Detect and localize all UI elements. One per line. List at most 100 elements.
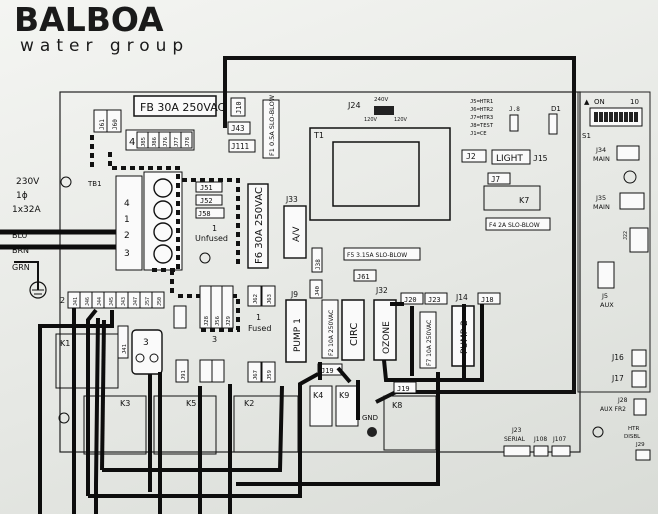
conn-j52-label: J52 <box>200 197 213 205</box>
pump1-label: PUMP 1 <box>293 318 303 352</box>
mid-col-j56: J56 <box>215 316 221 326</box>
row-number-2: 2 <box>60 296 65 305</box>
selector-120v-left: 120V <box>364 117 378 123</box>
bottom-row-j45: J45 <box>109 297 115 306</box>
conn-j59-label: J59 <box>267 370 273 380</box>
conn-j41-label: J41 <box>122 344 128 354</box>
fuse-f4-label: F4 2A SLO-BLOW <box>489 222 540 229</box>
relay-k7 <box>483 185 541 211</box>
bottom-row-j46: J46 <box>85 297 91 306</box>
tb1-pos-1: 1 <box>124 215 130 225</box>
fuse-f1-label: F1 0.5A SLO-BLOW <box>268 94 276 156</box>
conn-j62-upper <box>247 285 262 307</box>
serial-connector <box>503 445 531 457</box>
conn-j38-label: J38 <box>315 259 322 270</box>
pump1-connector <box>285 299 307 363</box>
mount-hole-right <box>623 170 637 184</box>
bottom-row-j44: J44 <box>97 297 103 306</box>
plug-j49 <box>131 329 163 375</box>
conn-j17-label: J17 <box>611 374 624 383</box>
plug-pin-a <box>135 353 145 363</box>
conn-j38 <box>311 247 323 273</box>
relay-k4-label: K4 <box>313 391 323 400</box>
conn-j61-label: J61 <box>357 273 370 281</box>
relay-row-j86: J86 <box>152 137 158 147</box>
mid-col-j29: J29 <box>226 316 232 326</box>
fuse-f4 <box>485 217 551 231</box>
mount-hole-bottom-right <box>592 426 604 438</box>
htr-label: HTR <box>628 426 639 432</box>
conn-j2 <box>461 149 487 163</box>
mount-hole-mid <box>199 252 211 264</box>
relay-row-box <box>125 129 195 151</box>
dip-on-label: ON <box>594 98 605 106</box>
svg-text:J8=TEST: J8=TEST <box>470 123 494 129</box>
wire-grn <box>14 261 39 290</box>
relay-k4 <box>309 385 333 427</box>
wire-brn-label: BRN <box>12 246 29 255</box>
circ-label: CIRC <box>349 323 360 346</box>
fuse-f1 <box>262 99 280 159</box>
conn-j10 <box>230 97 246 117</box>
conn-j9-label: J9 <box>290 290 298 299</box>
conn-j7-label: J7 <box>491 175 500 184</box>
conn-j18-label: J18 <box>481 296 494 304</box>
conn-j51-label: J51 <box>200 184 213 192</box>
conn-j61 <box>353 269 377 282</box>
conn-j22-label: J22 <box>623 231 629 240</box>
relay-row-j78: J78 <box>185 137 191 147</box>
tb1-label: TB1 <box>87 180 102 188</box>
conn-j43-label: J43 <box>231 124 245 133</box>
mount-hole-bottom-left <box>58 412 70 424</box>
conn-j60-top <box>106 109 122 133</box>
d1-block <box>548 113 558 135</box>
fuse-fb <box>133 95 217 117</box>
ozone-label: OZONE <box>382 321 392 354</box>
conn-j60-top-label: J60 <box>112 119 119 130</box>
selector-switch <box>374 106 394 115</box>
fused-number: 1 <box>256 313 261 322</box>
svg-text:J6=HTR2: J6=HTR2 <box>470 107 493 113</box>
conn-j58 <box>195 207 225 219</box>
tb1-screws <box>153 178 173 264</box>
fuse-f5-label: F5 3.15A SLO-BLOW <box>347 252 407 259</box>
rating-label: 1x32A <box>12 205 42 215</box>
conn-j16-label: J16 <box>611 353 624 362</box>
mid-col-j28: J28 <box>204 316 210 326</box>
relay-k9-label: K9 <box>339 391 349 400</box>
conn-j16 <box>631 349 647 367</box>
conn-j23-conn-label: J23 <box>428 296 441 304</box>
conn-j17 <box>631 370 647 388</box>
conn-j67-label: J67 <box>253 370 259 380</box>
conn-j91-label: J91 <box>181 370 187 380</box>
conn-j61-top-label: J61 <box>99 119 106 130</box>
ground-icon <box>29 281 47 299</box>
conn-j14-label: J14 <box>455 293 468 302</box>
harness-wires <box>38 302 484 514</box>
relay-row-j76: J76 <box>163 137 169 147</box>
phase-label: 1ϕ <box>16 191 28 201</box>
bottom-row-j43: J43 <box>121 297 127 306</box>
fuse-f5 <box>343 247 421 261</box>
row-number-3: 3 <box>212 335 217 344</box>
conn-j51 <box>195 181 223 193</box>
svg-text:J7=HTR3: J7=HTR3 <box>470 115 493 121</box>
conn-j35-main: MAIN <box>593 203 610 211</box>
conn-j19b-label: J19 <box>397 385 410 393</box>
conn-j20 <box>400 292 424 305</box>
fuse-f6-label: F6 30A 250VAC <box>254 187 265 264</box>
conn-j23-label: J23 <box>511 427 522 434</box>
relay-k3 <box>83 395 147 455</box>
gnd-label: GND <box>362 414 378 422</box>
fuse-f2-label: F2 10A 250VAC <box>328 310 335 356</box>
fuse-f2 <box>321 299 339 359</box>
conn-j67 <box>247 361 262 383</box>
svg-text:J1=CE: J1=CE <box>470 131 487 137</box>
mount-hole-left <box>60 176 72 188</box>
conn-j18 <box>477 292 501 305</box>
selector-240v: 240V <box>374 97 388 103</box>
tb1-block <box>115 175 143 271</box>
bottom-row-j47: J47 <box>133 297 139 306</box>
relay-k3-label: K3 <box>120 399 130 408</box>
